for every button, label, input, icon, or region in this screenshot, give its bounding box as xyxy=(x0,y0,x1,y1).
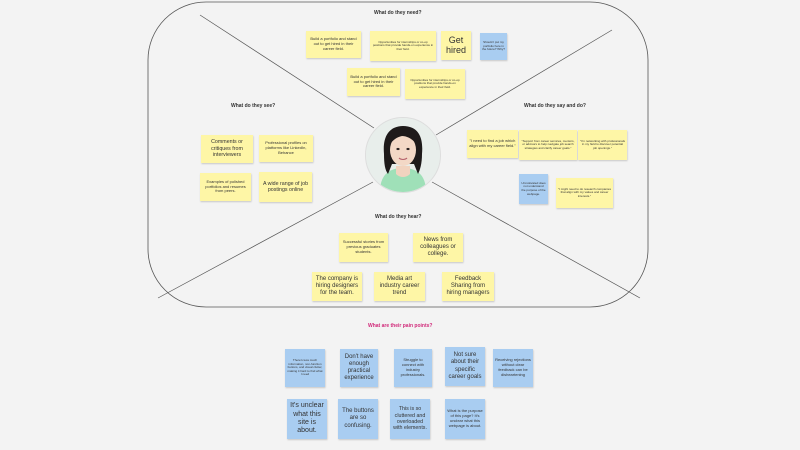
sticky-note[interactable]: Unmotivated does not understand the purp… xyxy=(519,174,548,204)
sticky-note[interactable]: Get hired xyxy=(441,31,471,60)
sticky-note[interactable]: "Support from career services, mentors, … xyxy=(519,130,577,160)
sticky-note[interactable]: "I might need to do research companies t… xyxy=(556,178,613,208)
sticky-note[interactable]: A wide range of job postings online xyxy=(259,172,312,202)
divider-top-left xyxy=(199,14,375,129)
sticky-note[interactable]: This is so cluttered and overloaded with… xyxy=(390,399,430,439)
sticky-note[interactable]: There's less much information, non-funct… xyxy=(285,349,325,387)
sticky-note[interactable]: Don't have enough practical experience xyxy=(340,349,378,387)
heading-hear: What do they hear? xyxy=(375,214,422,220)
sticky-note[interactable]: Build a portfolio and stand out to get h… xyxy=(306,31,361,58)
divider-bottom-right xyxy=(431,181,641,299)
sticky-note[interactable]: What is the purpose of this page? It's u… xyxy=(445,399,485,439)
sticky-note[interactable]: Not sure about their specific career goa… xyxy=(445,347,485,386)
sticky-note[interactable]: Struggle to connect with industry profes… xyxy=(394,349,432,387)
sticky-note[interactable]: Comments or critiques from interviewers xyxy=(201,135,253,163)
sticky-note[interactable]: Professional profiles on platforms like … xyxy=(259,135,313,162)
sticky-note[interactable]: Feedback Sharing from hiring managers xyxy=(442,272,494,301)
sticky-note[interactable]: "I need to find a job which align with m… xyxy=(467,130,518,158)
divider-top-right xyxy=(435,29,613,136)
heading-see: What do they see? xyxy=(231,103,276,109)
sticky-note[interactable]: Build a portfolio and stand out to get h… xyxy=(347,68,400,96)
sticky-note[interactable]: News from colleagues or college. xyxy=(413,233,463,262)
sticky-note[interactable]: Opportunities for internships or co-op p… xyxy=(405,69,465,99)
heading-pain-points: What are their pain points? xyxy=(368,323,433,329)
sticky-note[interactable]: Opportunities for internships or co-op p… xyxy=(370,31,436,61)
sticky-note[interactable]: Examples of polished portfolios and resu… xyxy=(200,173,251,201)
persona-avatar xyxy=(365,117,441,193)
heading-say-do: What do they say and do? xyxy=(524,103,586,109)
sticky-note[interactable]: It's unclear what this site is about. xyxy=(287,399,327,439)
sticky-note[interactable]: Successful stories from previous graduat… xyxy=(339,233,388,262)
sticky-note[interactable]: Should I put my portfolio here in the fu… xyxy=(480,33,507,60)
sticky-note[interactable]: Receiving rejections without clear feedb… xyxy=(493,349,533,387)
divider-bottom-left xyxy=(157,181,374,299)
sticky-note[interactable]: "I'm networking with professionals in my… xyxy=(578,130,627,160)
persona-illustration xyxy=(366,118,440,192)
sticky-note[interactable]: Media art industry career trend xyxy=(374,272,425,301)
heading-need: What do they need? xyxy=(374,10,422,16)
sticky-note[interactable]: The company is hiring designers for the … xyxy=(312,272,362,301)
sticky-note[interactable]: The buttons are so confusing. xyxy=(338,399,378,439)
